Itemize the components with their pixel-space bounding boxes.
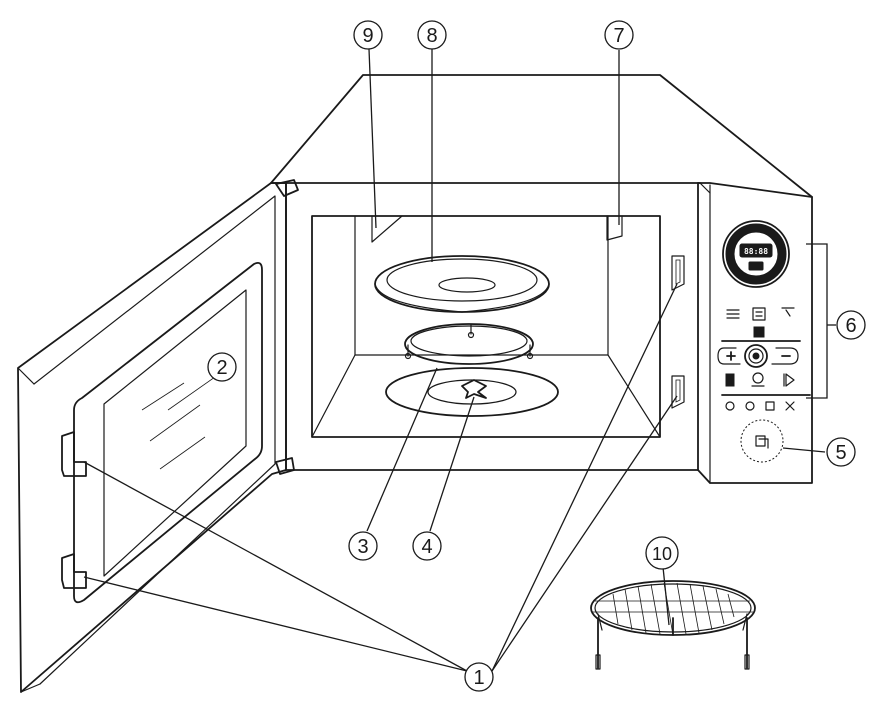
door-release-button [740,419,784,463]
waveguide-cover [606,215,623,241]
defrost-icon [781,307,795,317]
callout-2: 2 [207,352,237,382]
callout-5: 5 [826,437,856,467]
callout-2-number: 2 [216,357,227,379]
door-lock-slot-lower [671,375,685,409]
door-lock-slot-upper [671,255,685,291]
callout-5-number: 5 [835,442,846,464]
timer-icon [752,372,764,384]
callout-6: 6 [836,310,866,340]
grill-rack [590,580,756,670]
clock-icon [785,401,795,411]
callout-3: 3 [348,531,378,561]
callout-3-number: 3 [357,536,368,558]
mica-cover [371,215,403,243]
callout-9-number: 9 [362,25,373,47]
auto-cook-icon [753,326,765,338]
callout-8-number: 8 [426,25,437,47]
plus-button [717,347,741,365]
callout-7: 7 [604,20,634,50]
leader-lines [83,48,836,672]
callout-9: 9 [353,20,383,50]
eco-icon [745,401,755,411]
turntable-shaft [385,367,559,417]
control-panel: 88:88 [717,220,811,463]
play-pause-icon [783,373,795,387]
weight-icon [725,373,735,387]
glass-tray [374,255,550,313]
memory-icon [765,401,775,411]
minus-button [771,347,799,365]
callout-6-number: 6 [845,315,856,337]
callout-1: 1 [464,662,494,692]
combi-icon [752,307,766,321]
display-readout: 88:88 [744,247,768,256]
lock-icon [725,401,735,411]
callout-10: 10 [645,536,679,570]
grill-icon [726,309,740,319]
oven-cavity [311,215,685,438]
microwave-door [17,179,299,693]
callout-10-number: 10 [652,544,672,564]
callout-8: 8 [417,20,447,50]
callout-4-number: 4 [421,536,432,558]
microwave-body [270,74,813,484]
callout-4: 4 [412,531,442,561]
callout-7-number: 7 [613,25,624,47]
start-button [744,344,768,368]
roller-ring [404,323,534,365]
callout-1-number: 1 [473,667,484,689]
